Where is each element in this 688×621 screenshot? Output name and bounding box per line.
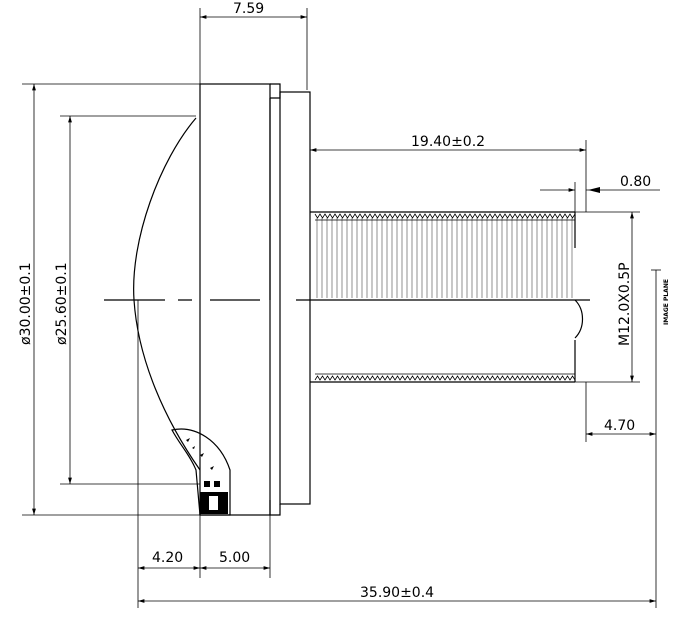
housing-step (270, 83, 281, 99)
dim-total-length-label: 35.90±0.4 (360, 585, 434, 601)
dim-thread-gap: 0.80 (540, 174, 660, 212)
threaded-barrel (310, 211, 584, 383)
lens-body (104, 83, 590, 516)
dim-total-length: 35.90±0.4 (138, 585, 656, 603)
dim-bottom-offsets: 4.20 5.00 (137, 300, 271, 608)
dim-outer-diameter: ø30.00±0.1 (18, 83, 200, 516)
dim-outer-diameter-label: ø30.00±0.1 (18, 262, 34, 345)
image-plane-label: IMAGE PLANE (663, 279, 670, 325)
thread-teeth (314, 375, 576, 381)
dim-back-focal: 4.70 (585, 382, 656, 442)
dim-front-offset-label: 4.20 (152, 550, 183, 566)
dim-top-width-label: 7.59 (233, 1, 264, 17)
dim-thread-gap-label: 0.80 (620, 174, 651, 190)
thread-teeth (314, 213, 576, 219)
dim-inner-diameter: ø25.60±0.1 (54, 115, 200, 485)
image-plane: IMAGE PLANE (651, 269, 670, 608)
dim-flange-width-label: 5.00 (219, 550, 250, 566)
flange (279, 91, 311, 505)
dim-back-focal-label: 4.70 (604, 418, 635, 434)
dim-thread-spec: M12.0X0.5P (575, 211, 640, 383)
dim-thread-length: 19.40±0.2 (310, 134, 587, 212)
dim-top-width: 7.59 (199, 1, 308, 90)
retaining-ring (171, 428, 231, 516)
dim-inner-diameter-label: ø25.60±0.1 (54, 262, 70, 345)
dim-thread-spec-label: M12.0X0.5P (617, 262, 633, 346)
dim-thread-length-label: 19.40±0.2 (411, 134, 485, 150)
lens-front-curve (133, 117, 201, 471)
